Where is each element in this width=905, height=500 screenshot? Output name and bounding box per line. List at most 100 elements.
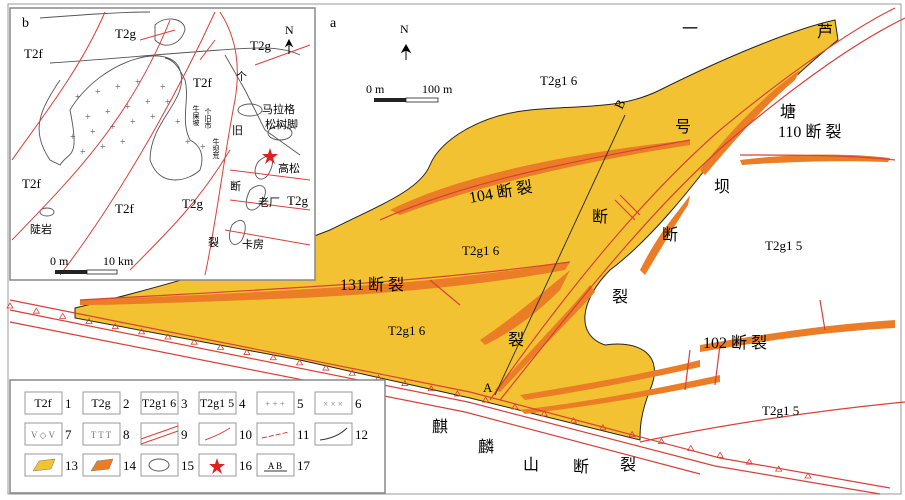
fault-yihao-char: 号 [675, 118, 691, 136]
fault-lutangba-char: 塘 [780, 103, 796, 121]
map-frame [7, 3, 902, 495]
triangle-mark [137, 328, 146, 335]
triangle-mark [745, 458, 754, 465]
fault-qilinshan-char: 麟 [478, 438, 494, 456]
plus-mark: + [165, 97, 171, 108]
triangle-mark [216, 343, 225, 350]
plus-mark: + [200, 142, 206, 153]
legend-symbol: V ◇ V [31, 430, 56, 440]
section-label-a: A [483, 380, 493, 395]
fault-zone-triangles [6, 302, 812, 479]
legend-item-15: 15 [140, 453, 194, 477]
place-niushipo: 牛屎坡 [192, 104, 200, 127]
plus-mark: + [110, 122, 116, 133]
legend-item-7: V ◇ V 7 [24, 422, 72, 446]
triangle-mark [716, 451, 724, 458]
scale-start: 0 m [366, 82, 385, 96]
plus-mark: + [90, 127, 96, 138]
fault-qilinshan-char: 断 [573, 458, 589, 476]
legend-number: 12 [355, 427, 368, 442]
fault-qilinshan-char: 裂 [620, 456, 636, 474]
plus-mark: + [105, 107, 111, 118]
triangle-mark [540, 410, 548, 417]
triangle-mark [657, 437, 666, 444]
triangle-mark [85, 317, 93, 324]
plus-mark: + [185, 137, 191, 148]
inset-unit-t2g: T2g [182, 196, 203, 211]
triangle-mark [401, 379, 409, 386]
legend-item-16: 16 [198, 453, 253, 477]
plus-mark: + [95, 87, 101, 98]
fault-lutangba-char: 断 [662, 226, 678, 244]
triangle-mark [58, 312, 67, 319]
deposit-star-icon [262, 148, 278, 164]
fault-lutangba-char: 坝 [714, 178, 730, 196]
inset-north-arrow-icon [284, 38, 294, 54]
triangle-mark [6, 302, 14, 309]
triangle-mark [599, 423, 607, 431]
triangle-mark [348, 369, 356, 376]
triangle-mark [269, 353, 277, 361]
legend-symbol: T2g [91, 396, 110, 410]
legend-number: 14 [123, 458, 137, 473]
plus-mark: + [75, 92, 81, 103]
legend-symbol: + + + [265, 399, 285, 409]
inset-unit-t2g: T2g [115, 26, 136, 41]
legend-number: 7 [65, 427, 72, 442]
inset-unit-t2g: T2g [250, 38, 271, 53]
place-laochang: 老厂 [258, 196, 280, 209]
triangle-mark [295, 359, 304, 366]
plus-mark: + [150, 112, 156, 123]
legend-number: 8 [123, 427, 130, 442]
plus-mark: + [100, 142, 106, 153]
plus-mark: + [145, 97, 151, 108]
unit-t2g15: T2g1 5 [765, 238, 802, 253]
triangle-mark [687, 444, 695, 451]
legend-symbol: T2g1 6 [142, 396, 176, 410]
inset-unit-t2f: T2f [193, 75, 212, 90]
triangle-mark [453, 390, 462, 397]
inset-unit-t2f: T2f [24, 46, 43, 61]
unit-t2g16: T2g1 6 [388, 323, 426, 338]
legend-item-12: 12 [314, 422, 368, 446]
inset-north-label: N [285, 23, 294, 37]
section-line-ab [494, 114, 626, 396]
granite-pattern: +++++++++++++++++++++ [70, 77, 206, 158]
place-niubahuang: 牛坝荒 [212, 137, 220, 160]
legend-number: 3 [181, 396, 188, 411]
legend-number: 1 [65, 396, 72, 411]
legend-number: 16 [239, 458, 253, 473]
triangle-mark [804, 472, 812, 479]
plus-mark: + [135, 77, 141, 88]
ore-veins-orange [80, 70, 895, 414]
north-arrow-icon [400, 43, 412, 60]
fault-yihao-char: 断 [592, 208, 608, 226]
triangle-mark [774, 465, 783, 472]
inset-unit-t2f: T2f [22, 176, 41, 191]
legend-symbol: A B [268, 461, 282, 471]
triangle-mark [427, 384, 435, 392]
place-ge: 个 [236, 70, 247, 83]
inset-scale-bar: 0 m 10 km [50, 254, 134, 275]
triangle-mark [628, 430, 636, 438]
place-songshujiao: 松树脚 [265, 117, 298, 131]
legend-number: 15 [181, 458, 194, 473]
fault-yihao-char: 一 [682, 21, 698, 38]
scale-end: 100 m [422, 82, 453, 96]
unit-t2g16: T2g1 6 [462, 243, 500, 258]
place-gejiu-city: 个旧市 [204, 108, 212, 130]
legend-item-11: 11 [256, 422, 310, 446]
legend-number: 13 [65, 458, 78, 473]
triangle-mark [322, 364, 330, 371]
triangle-mark [511, 403, 519, 410]
fault-yihao-char: 裂 [508, 331, 524, 349]
place-douyan: 陡岩 [30, 222, 52, 236]
legend-number: 10 [239, 427, 252, 442]
legend-symbol: T T T [91, 430, 112, 440]
inset-fault-char: 断 [230, 179, 241, 193]
legend-number: 5 [297, 396, 304, 411]
legend-item-5: + + + 5 [256, 391, 304, 415]
fault-qilinshan-char: 山 [523, 456, 539, 474]
